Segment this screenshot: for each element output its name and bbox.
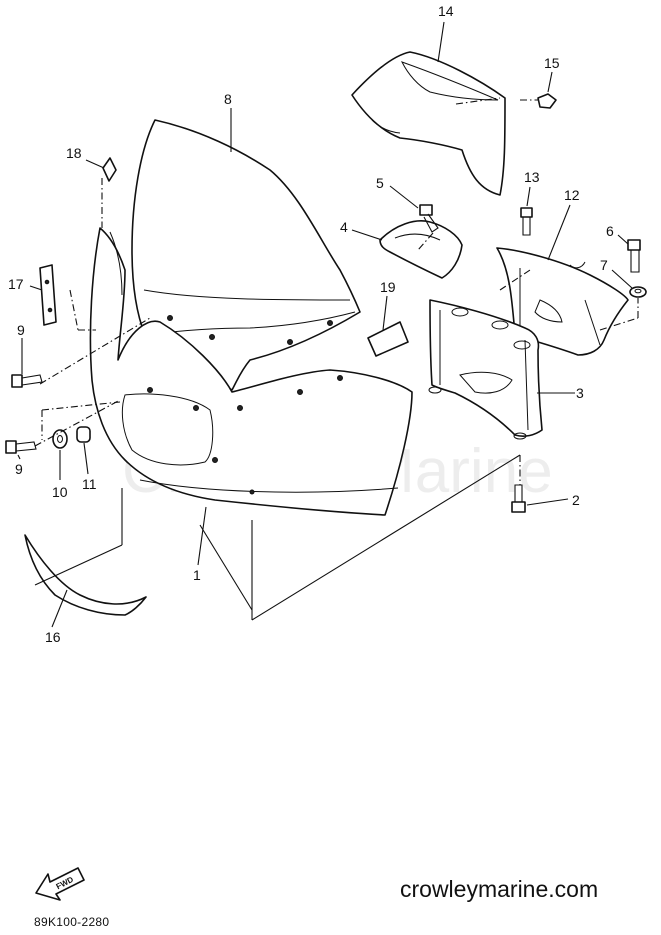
callout-4: 4 (340, 219, 348, 235)
callout-17: 17 (8, 276, 24, 292)
windscreen-part (131, 119, 361, 391)
emblem-part (367, 321, 409, 357)
fwd-arrow-icon: FWD (35, 867, 85, 901)
screw-9-upper (11, 374, 43, 388)
clip-part (102, 157, 117, 182)
callout-3: 3 (576, 385, 584, 401)
bolt-2 (511, 484, 526, 513)
callout-7: 7 (600, 257, 608, 273)
website-text: crowleymarine.com (400, 876, 599, 902)
callout-labels: 14 15 8 18 5 4 13 12 6 7 17 19 9 3 9 10 … (8, 3, 614, 645)
visor-part (351, 51, 506, 196)
drawing-code: 89K100-2280 (34, 915, 110, 929)
callout-2: 2 (572, 492, 580, 508)
plate-part (39, 264, 57, 326)
grommet-10 (52, 429, 68, 449)
leader-lines (17, 21, 633, 628)
cowling-part (89, 227, 413, 516)
bolt-15 (537, 93, 557, 109)
callout-12: 12 (564, 187, 580, 203)
bolt-5 (419, 204, 439, 233)
callout-18: 18 (66, 145, 82, 161)
callout-6: 6 (606, 223, 614, 239)
callout-11: 11 (82, 476, 97, 492)
trim-strip-part (24, 534, 147, 616)
callout-9-lower: 9 (15, 461, 23, 477)
screw-9-lower (5, 440, 37, 454)
bolt-6 (627, 239, 641, 273)
callout-5: 5 (376, 175, 384, 191)
stay-frame-part (428, 299, 543, 440)
callout-14: 14 (438, 3, 454, 19)
centerlines (34, 97, 639, 485)
callout-1: 1 (193, 567, 201, 583)
callout-8: 8 (224, 91, 232, 107)
callout-16: 16 (45, 629, 61, 645)
nut-11 (76, 426, 91, 443)
callout-10: 10 (52, 484, 68, 500)
callout-9-upper: 9 (17, 322, 25, 338)
callout-19: 19 (380, 279, 396, 295)
bolt-13 (520, 207, 533, 236)
callout-15: 15 (544, 55, 560, 71)
washer-7 (629, 286, 647, 298)
callout-13: 13 (524, 169, 540, 185)
small-bracket-part (379, 220, 463, 279)
